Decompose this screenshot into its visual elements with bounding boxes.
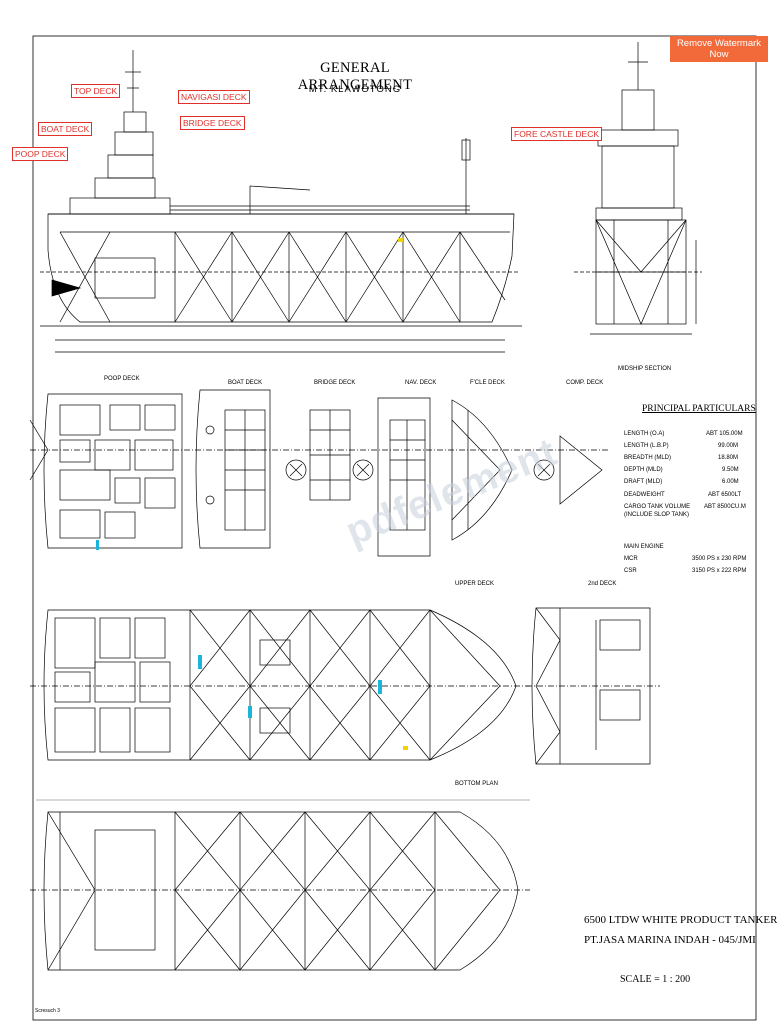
main-engine-heading: MAIN ENGINE (624, 544, 664, 550)
upper-deck-plan (30, 607, 660, 765)
top-deck-callout: TOP DECK (71, 84, 121, 98)
ship-name: MT. KLAWOTONG (308, 84, 402, 95)
engine-label: CSR (624, 568, 637, 574)
pp-label: LENGTH (O.A) (624, 431, 665, 437)
builder-caption: PT.JASA MARINA INDAH - 045/JMI (584, 934, 756, 946)
upper-deck-tanks (189, 609, 501, 761)
bridge-deck-label: BRIDGE DECK (314, 380, 356, 386)
profile-cargo-tanks (59, 231, 506, 323)
pp-value: ABT 105.00M (706, 431, 743, 437)
midship-section-view (574, 42, 702, 335)
pp-label: CARGO TANK VOLUME (624, 504, 691, 510)
pp-value: 6.00M (722, 479, 739, 485)
fcle-deck-label: F'CLE DECK (470, 380, 505, 386)
bottom-plan-label: BOTTOM PLAN (455, 781, 498, 787)
pp-value: ABT 6500LT (708, 492, 742, 498)
boat-deck-callout: BOAT DECK (38, 122, 93, 136)
engine-label: MCR (624, 556, 638, 562)
profile-view (40, 50, 522, 353)
bridge-deck-callout: BRIDGE DECK (180, 116, 245, 130)
deck-plans-row (29, 389, 610, 557)
bottom-plan (30, 811, 530, 971)
highlight-marks (96, 238, 408, 750)
nav-deck-label: NAV. DECK (405, 380, 437, 386)
upper-deck-accommodation (54, 617, 171, 753)
second-deck-label: 2nd DECK (588, 581, 617, 587)
remove-watermark-button[interactable]: Remove Watermark Now (670, 36, 768, 62)
pp-value: 9.50M (722, 467, 739, 473)
fore-castle-deck-callout: FORE CASTLE DECK (511, 127, 603, 141)
comp-deck-label: COMP. DECK (566, 380, 604, 386)
pp-label: DEADWEIGHT (624, 492, 665, 498)
engine-value: 3500 PS x 230 RPM (692, 556, 747, 562)
pp-label: BREADTH (MLD) (624, 455, 672, 461)
pp-value: 99.00M (718, 443, 739, 449)
pp-value: ABT 8500CU.M (704, 504, 746, 510)
pp-label: (INCLUDE SLOP TANK) (624, 512, 690, 518)
drawing-title: GENERAL ARRANGEMENT (297, 60, 413, 93)
midship-section-label: MIDSHIP SECTION (618, 366, 672, 372)
sheet-border (32, 35, 757, 1021)
scale-caption: SCALE = 1 : 200 (620, 974, 691, 985)
pp-label: LENGTH (L.B.P) (624, 443, 669, 449)
poop-deck-callout: POOP DECK (12, 147, 69, 161)
pp-value: 18.80M (718, 455, 739, 461)
navigasi-deck-callout: NAVIGASI DECK (178, 90, 250, 104)
engine-value: 3150 PS x 222 RPM (692, 568, 747, 574)
poop-deck-label: POOP DECK (104, 376, 140, 382)
principal-particulars-heading: PRINCIPAL PARTICULARS (642, 404, 756, 414)
pp-label: DRAFT (MLD) (624, 479, 663, 485)
pp-label: DEPTH (MLD) (624, 467, 663, 473)
upper-deck-label: UPPER DECK (455, 581, 495, 587)
file-note: Scresuch 3 (35, 1008, 61, 1014)
ship-type-caption: 6500 LTDW WHITE PRODUCT TANKER (584, 914, 777, 926)
boat-deck-label: BOAT DECK (228, 380, 263, 386)
